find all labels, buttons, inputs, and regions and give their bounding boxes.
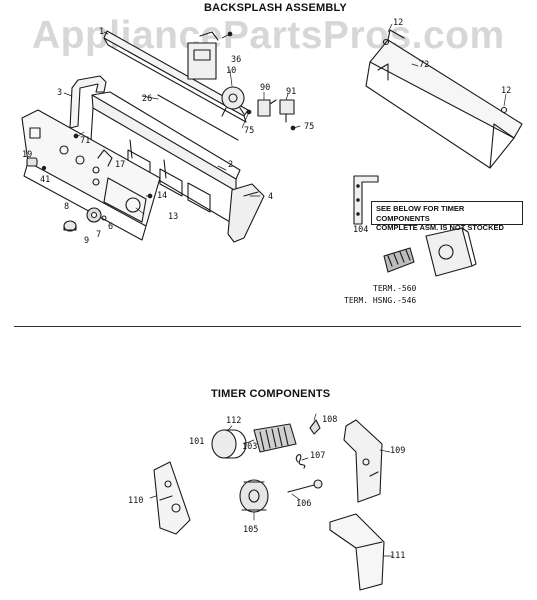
part-8-knob	[63, 220, 77, 232]
leader-lines	[63, 23, 507, 557]
part-41-screw	[41, 165, 47, 171]
label-part-108: 108	[322, 415, 338, 425]
label-part-111: 111	[390, 551, 406, 561]
label-part-91: 91	[286, 87, 297, 97]
term-label: TERM.-560	[373, 284, 417, 293]
label-part-26: 26	[142, 94, 153, 104]
label-part-101: 101	[189, 437, 205, 447]
part-103-contact-blades	[253, 423, 297, 453]
label-part-106: 106	[296, 499, 312, 509]
part-110-timer-housing	[153, 461, 191, 535]
part-107-spring	[295, 454, 306, 469]
term-housing-label: TERM. HSNG.-546	[344, 296, 417, 305]
part-111-cover	[329, 513, 385, 591]
label-part-19: 19	[22, 150, 33, 160]
label-part-12b: 12	[501, 86, 512, 96]
label-part-6: 6	[108, 222, 114, 232]
label-part-103: 103	[242, 442, 258, 452]
part-19-button	[26, 157, 38, 167]
label-part-9: 9	[84, 236, 90, 246]
label-part-109: 109	[390, 446, 406, 456]
timer-components-title: TIMER COMPONENTS	[211, 388, 331, 400]
label-part-17: 17	[115, 160, 126, 170]
label-part-105: 105	[243, 525, 259, 535]
label-part-8: 8	[64, 202, 70, 212]
label-part-75a: 75	[244, 126, 255, 136]
part-105-cam	[239, 479, 269, 513]
timer-components-note: SEE BELOW FOR TIMER COMPONENTS COMPLETE …	[371, 201, 523, 232]
label-part-7: 7	[96, 230, 102, 240]
part-104-bracket	[353, 175, 379, 225]
label-part-36: 36	[231, 55, 242, 65]
label-part-112: 112	[226, 416, 242, 426]
backsplash-assembly-title: BACKSPLASH ASSEMBLY	[204, 2, 347, 14]
part-7-dial	[86, 207, 102, 223]
label-part-75b: 75	[304, 122, 315, 132]
label-part-71: 71	[80, 136, 91, 146]
part-91-switch	[279, 99, 295, 123]
label-part-12a: 12	[393, 18, 404, 28]
label-part-10: 10	[226, 66, 237, 76]
label-part-14: 14	[157, 191, 168, 201]
front-control-panel	[21, 109, 161, 241]
part-1-trim-strip	[103, 30, 249, 123]
note-line-1: SEE BELOW FOR TIMER COMPONENTS	[376, 204, 465, 223]
part-3-handle	[69, 75, 107, 129]
part-4-end-cap	[227, 183, 265, 243]
label-part-104: 104	[353, 225, 369, 235]
label-part-107: 107	[310, 451, 326, 461]
label-part-4: 4	[268, 192, 274, 202]
label-part-2: 2	[228, 160, 234, 170]
part-26-rod	[157, 94, 239, 141]
part-109-bracket	[343, 419, 383, 503]
part-10-control-switch	[221, 86, 245, 117]
part-90-terminal	[257, 99, 277, 117]
part-6-clip	[101, 215, 107, 221]
label-part-72: 72	[419, 60, 430, 70]
section-divider	[14, 326, 521, 327]
label-part-41: 41	[40, 175, 51, 185]
label-part-3: 3	[57, 88, 63, 98]
part-17-wire	[97, 149, 113, 167]
label-part-1: 1	[99, 27, 105, 37]
label-part-110: 110	[128, 496, 144, 506]
part-108-clip	[309, 419, 321, 435]
part-101-disc	[211, 429, 247, 459]
part-106-shaft	[287, 479, 323, 493]
timer-assembly	[425, 227, 477, 277]
note-line-2: COMPLETE ASM. IS NOT STOCKED	[376, 223, 504, 232]
part-36-switch	[187, 31, 219, 80]
label-part-90: 90	[260, 83, 271, 93]
part-72-backsplash-panel	[365, 29, 523, 169]
terminal-block	[383, 247, 415, 273]
label-part-13: 13	[168, 212, 179, 222]
